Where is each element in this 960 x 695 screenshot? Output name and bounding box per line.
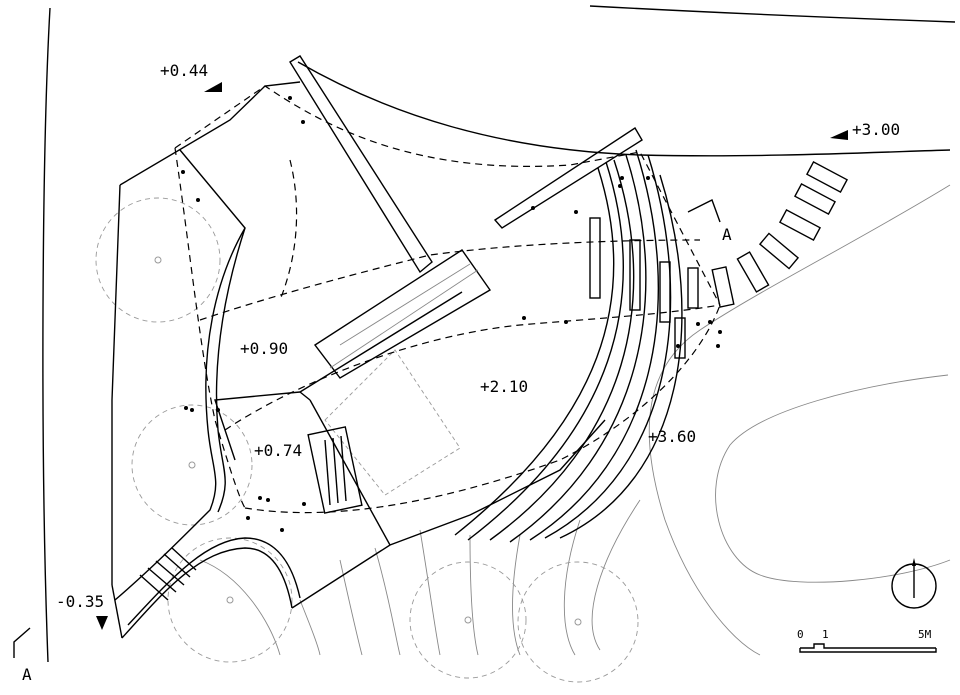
scale-one: 1 bbox=[822, 628, 829, 641]
level-west-area: +0.90 bbox=[240, 339, 288, 358]
level-entrance: -0.35 bbox=[56, 592, 104, 611]
scale-bar: 0 1 5M bbox=[797, 628, 937, 653]
level-markers: +0.44 +3.00 +0.90 +2.10 +0.74 +3.60 -0.3… bbox=[56, 61, 900, 630]
stage-block bbox=[214, 249, 492, 546]
level-top-right: +3.00 bbox=[852, 120, 900, 139]
outdoor-benches bbox=[711, 160, 849, 308]
north-arrow-icon bbox=[891, 558, 937, 609]
scale-zero: 0 bbox=[797, 628, 804, 641]
level-top-left: +0.44 bbox=[160, 61, 208, 80]
section-marker: A A bbox=[13, 199, 732, 684]
triangle-marker-icon bbox=[830, 130, 848, 140]
triangle-marker-icon bbox=[204, 82, 222, 92]
triangle-marker-icon bbox=[96, 616, 108, 630]
site-dots bbox=[181, 96, 722, 532]
building-outline bbox=[111, 55, 643, 639]
amphitheatre-seating bbox=[454, 149, 699, 543]
section-label-bottom: A bbox=[22, 665, 32, 684]
site-boundaries bbox=[42, 5, 956, 663]
terrain-contours bbox=[199, 184, 951, 656]
tree-canopies bbox=[95, 197, 639, 683]
level-lower-left: +0.74 bbox=[254, 441, 302, 460]
scale-five: 5M bbox=[918, 628, 932, 641]
level-seating: +3.60 bbox=[648, 427, 696, 446]
level-center: +2.10 bbox=[480, 377, 528, 396]
canopy-dashed-outline bbox=[174, 85, 721, 514]
section-label-top: A bbox=[722, 225, 732, 244]
